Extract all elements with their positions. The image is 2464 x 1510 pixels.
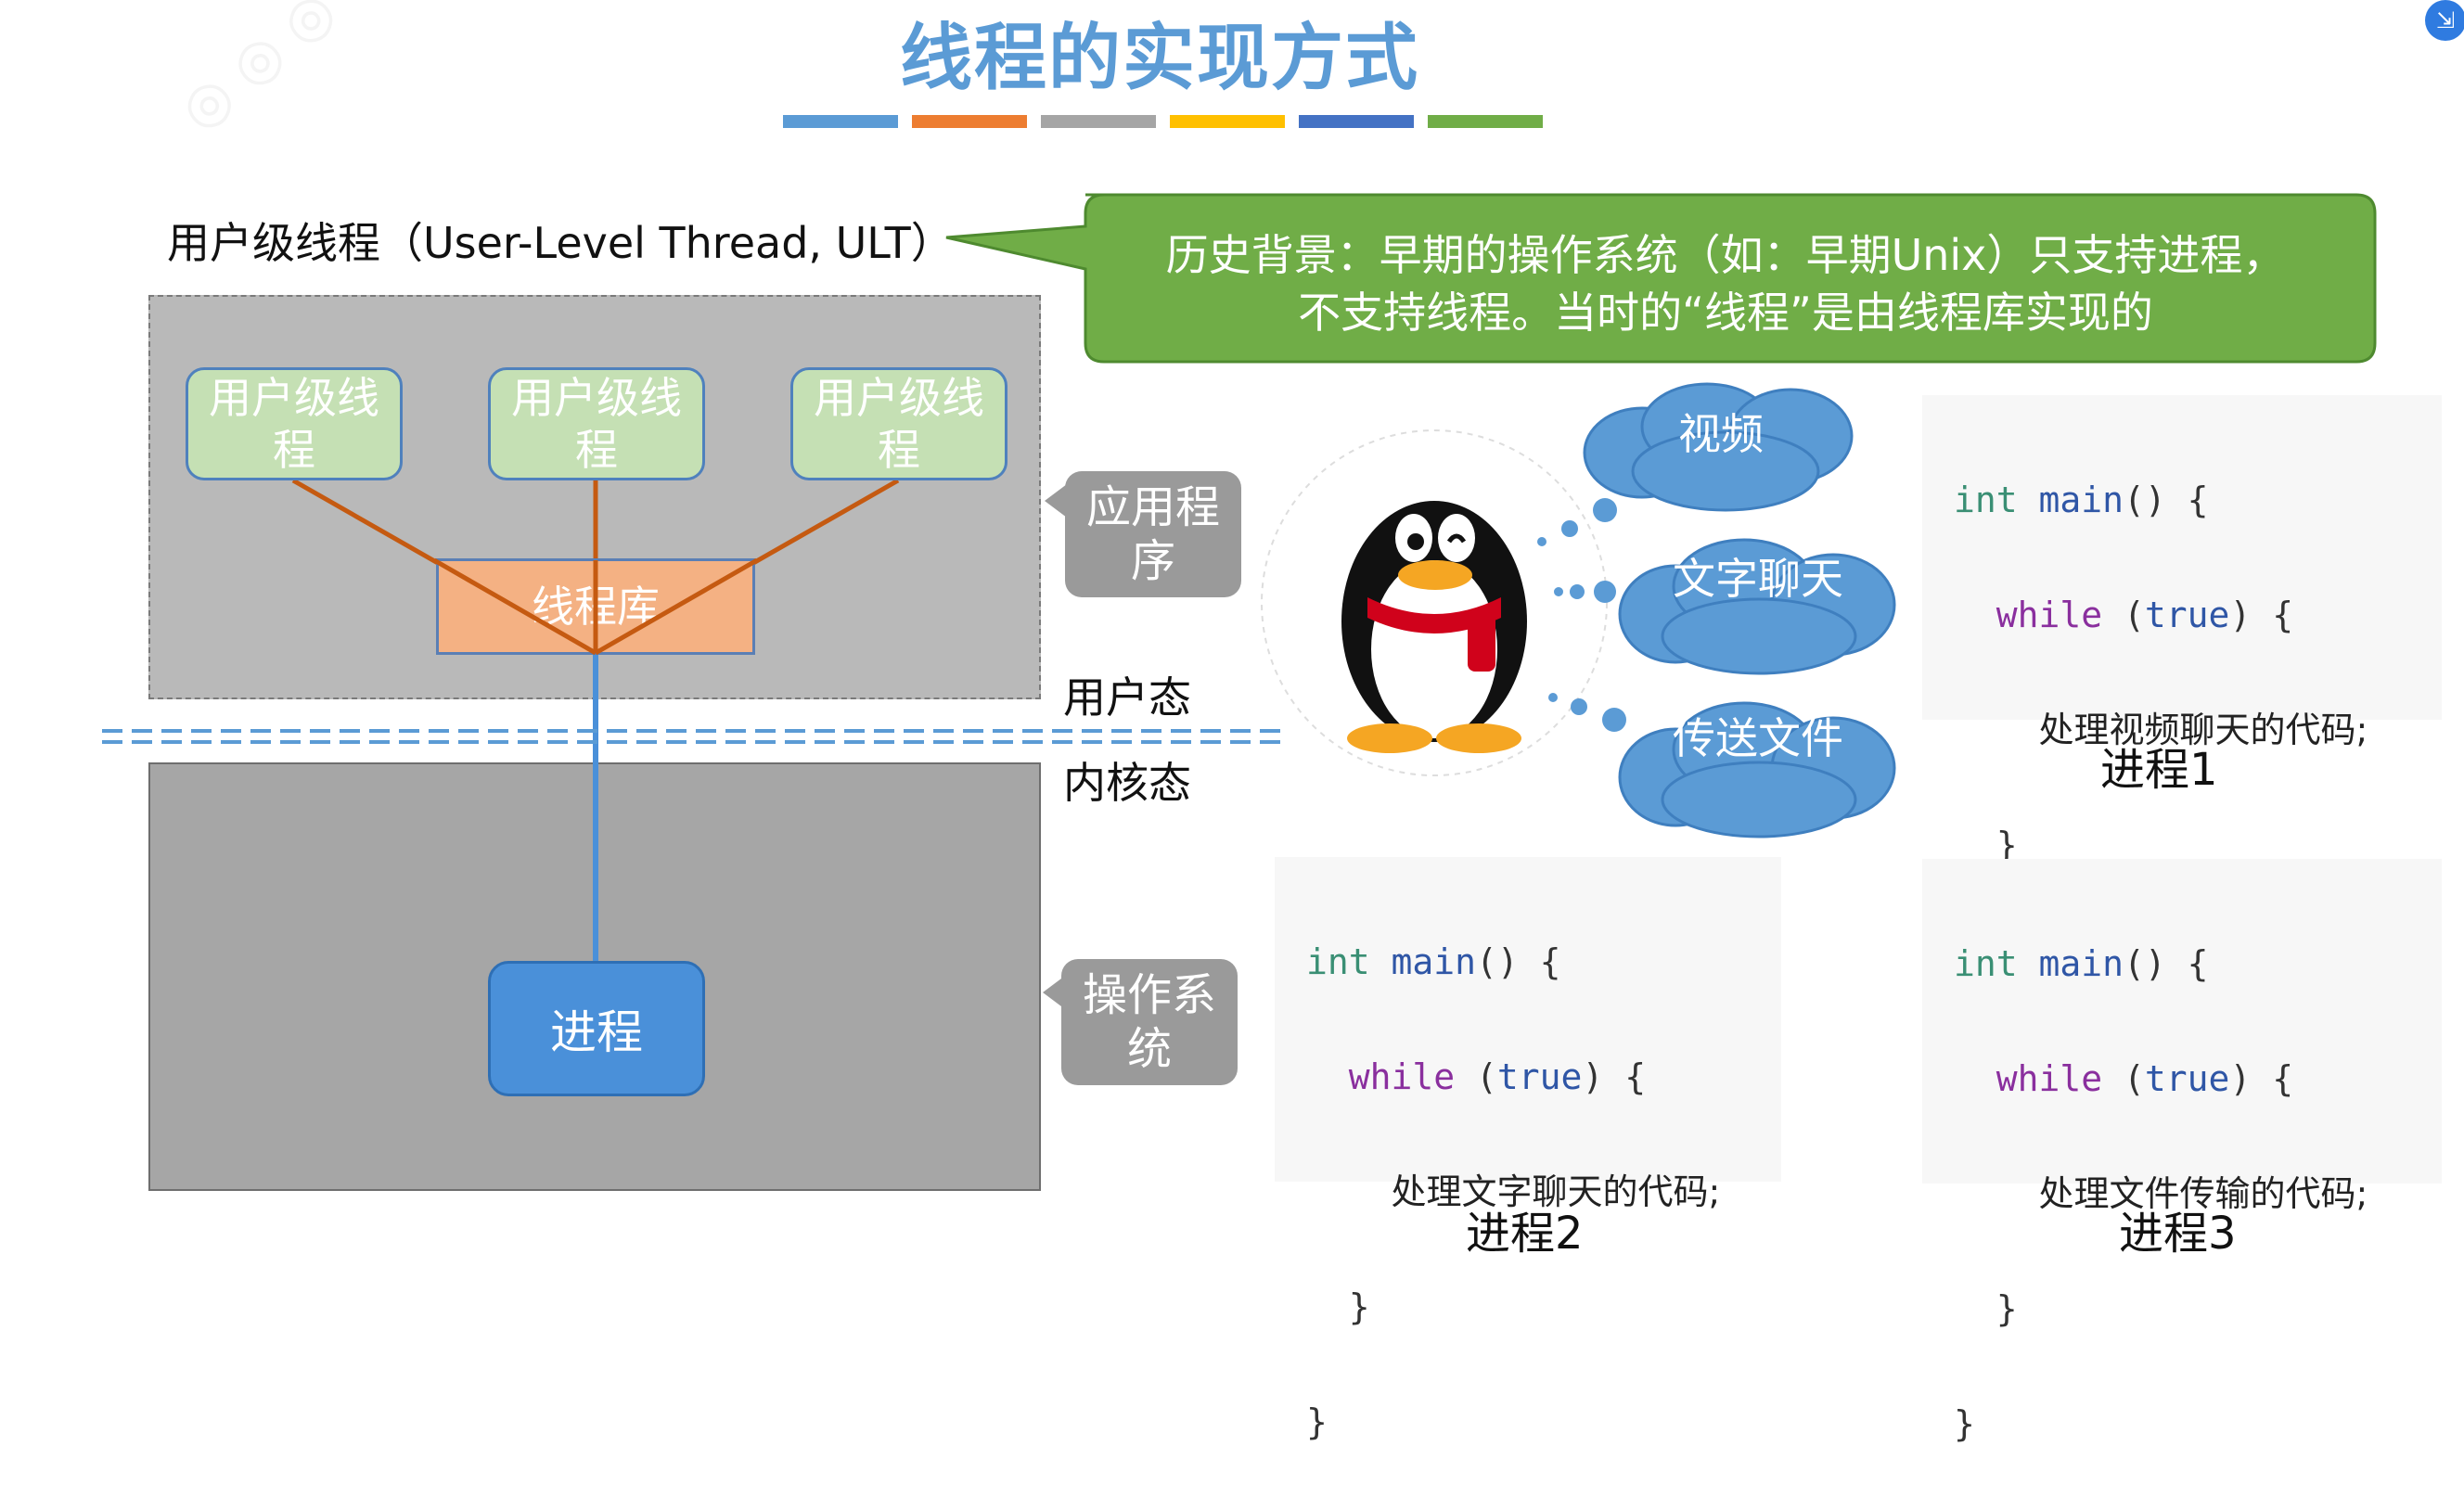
title-color-bar <box>912 115 1027 128</box>
application-label: 应用程序 <box>1065 471 1241 597</box>
penguin-mascot-icon <box>1261 429 1608 776</box>
callout-line-1: 历史背景：早期的操作系统（如：早期Unix）只支持进程， <box>1165 230 2286 280</box>
operating-system-label: 操作系统 <box>1061 959 1238 1085</box>
kernel-mode-label: 内核态 <box>1063 758 1191 808</box>
history-callout-shape <box>945 193 2377 364</box>
process-box: 进程 <box>488 961 705 1096</box>
thought-dots <box>1537 498 1626 732</box>
process-3-caption: 进程3 <box>2119 1208 2237 1260</box>
slide-title: 线程的实现方式 <box>899 17 1419 100</box>
code-block-process-3: int main() { while (true) { 处理文件传输的代码; }… <box>1922 859 2442 1444</box>
thread-connector-overlay <box>432 557 759 656</box>
cloud-file-transfer-label: 传送文件 <box>1673 713 1843 763</box>
process-1-caption: 进程1 <box>2100 744 2218 796</box>
title-color-bar <box>1299 115 1414 128</box>
code-block-process-2: int main() { while (true) { 处理文字聊天的代码; }… <box>1275 857 1781 1442</box>
presentation-control-icon[interactable]: ⇲ <box>2425 0 2464 41</box>
cloud-text-chat <box>1618 538 1896 675</box>
cloud-video-label: 视频 <box>1678 409 1764 459</box>
history-callout-text: 历史背景：早期的操作系统（如：早期Unix）只支持进程， 不支持线程。当时的“线… <box>1076 206 2375 362</box>
title-color-bar <box>1170 115 1285 128</box>
user-mode-label: 用户态 <box>1063 672 1191 723</box>
title-color-bar <box>1428 115 1543 128</box>
process-2-caption: 进程2 <box>1466 1208 1584 1260</box>
user-thread-box-3: 用户级线程 <box>790 367 1007 480</box>
ult-heading: 用户级线程（User-Level Thread, ULT） <box>167 218 954 268</box>
code-block-process-1: int main() { while (true) { 处理视频聊天的代码; }… <box>1922 395 2442 980</box>
user-thread-box-1: 用户级线程 <box>186 367 403 480</box>
user-kernel-boundary <box>102 729 1290 744</box>
callout-line-2: 不支持线程。当时的“线程”是由线程库实现的 <box>1298 288 2153 338</box>
cloud-video <box>1583 382 1854 512</box>
title-color-bar <box>783 115 898 128</box>
cloud-text-chat-label: 文字聊天 <box>1673 554 1843 604</box>
cloud-file-transfer <box>1618 701 1896 838</box>
title-color-bar <box>1041 115 1156 128</box>
user-thread-box-2: 用户级线程 <box>488 367 705 480</box>
